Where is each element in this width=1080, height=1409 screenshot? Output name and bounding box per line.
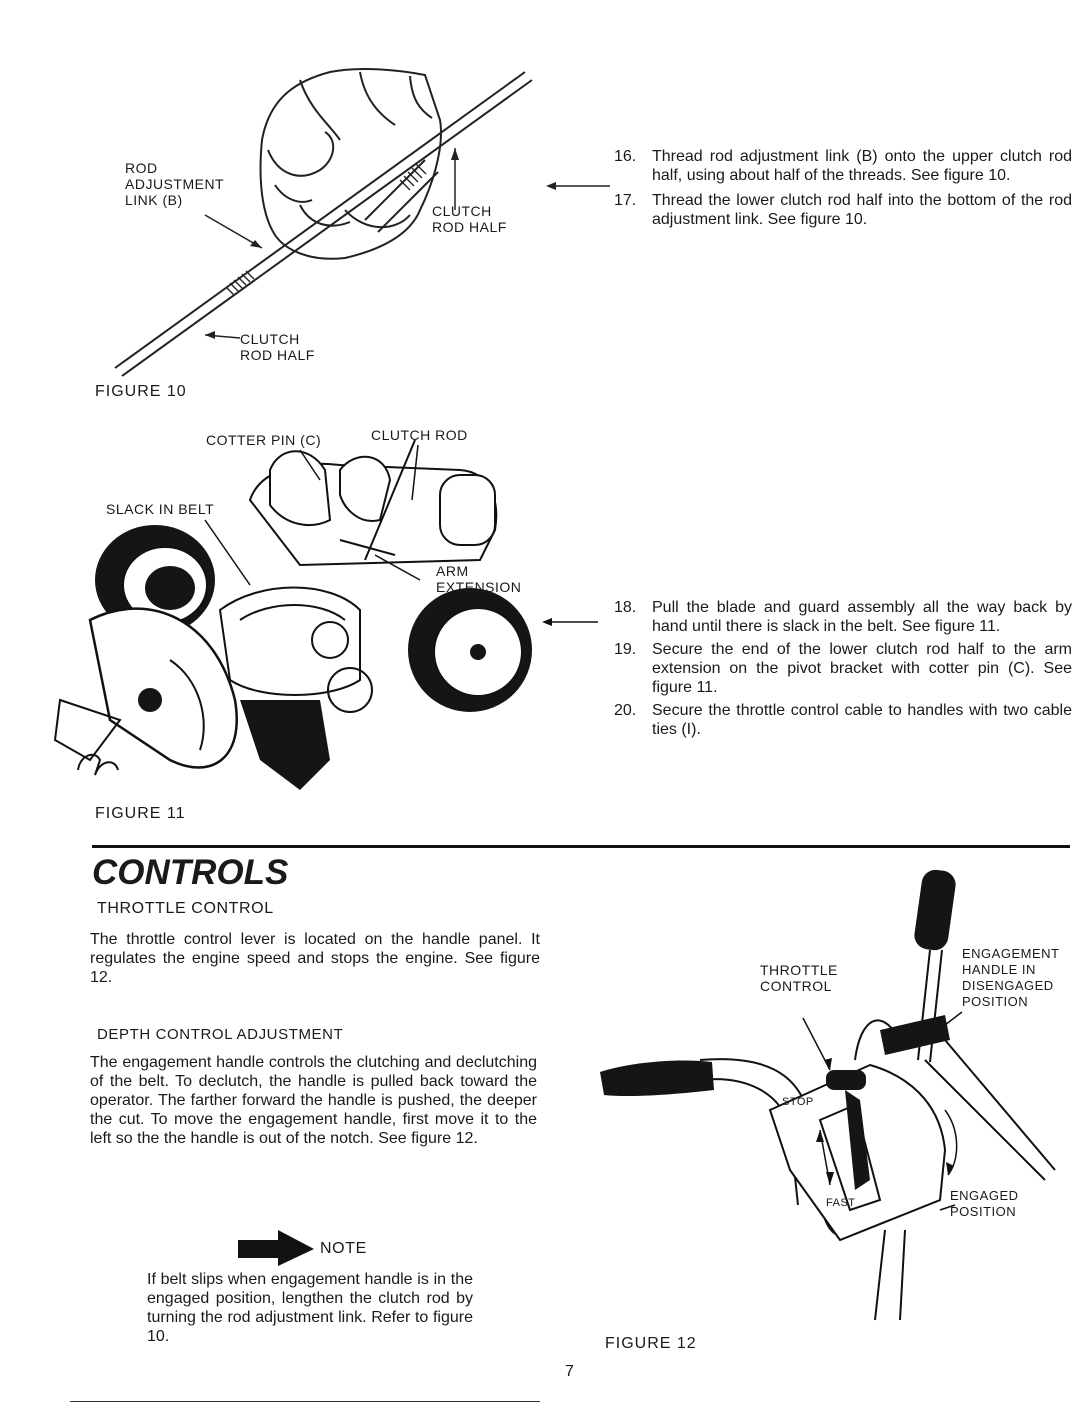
label-engagement-handle: ENGAGEMENT HANDLE IN DISENGAGED POSITION (962, 946, 1060, 1009)
section-divider (92, 845, 1070, 848)
page-number: 7 (565, 1363, 574, 1380)
note-arrow-icon (238, 1230, 314, 1266)
label-clutch-rod-half-upper: CLUTCH ROD HALF (432, 203, 507, 235)
steps-bottom: 18. Pull the blade and guard assembly al… (614, 598, 1072, 739)
label-slack-in-belt: SLACK IN BELT (106, 501, 215, 517)
throttle-control-text: The throttle control lever is located on… (90, 931, 540, 986)
step-number: 16. (614, 148, 637, 165)
label-stop: STOP (782, 1096, 814, 1108)
step-number: 20. (614, 702, 637, 719)
label-arm-extension: ARM EXTENSION (436, 563, 522, 595)
step-text: Secure the end of the lower clutch rod h… (652, 641, 1072, 696)
label-clutch-rod: CLUTCH ROD (371, 427, 468, 443)
label-clutch-rod-half-lower: CLUTCH ROD HALF (240, 331, 315, 363)
step-text: Pull the blade and guard assembly all th… (652, 599, 1072, 635)
step-number: 18. (614, 599, 637, 616)
note-text: If belt slips when engagement handle is … (147, 1271, 473, 1345)
step-number: 19. (614, 641, 637, 658)
step-number: 17. (614, 192, 637, 209)
figure-12-caption: FIGURE 12 (605, 1335, 697, 1352)
label-rod-adjustment-link: ROD ADJUSTMENT LINK (B) (125, 160, 225, 208)
step-text: Thread the lower clutch rod half into th… (652, 192, 1072, 228)
step-text: Thread rod adjustment link (B) onto the … (652, 148, 1072, 184)
throttle-control-heading: THROTTLE CONTROL (97, 900, 274, 917)
figure-11-caption: FIGURE 11 (95, 805, 186, 822)
label-engaged-position: ENGAGED POSITION (950, 1188, 1019, 1219)
label-throttle-control: THROTTLE CONTROL (760, 962, 838, 994)
step-19: 19. Secure the end of the lower clutch r… (614, 640, 1072, 697)
step-20: 20. Secure the throttle control cable to… (614, 701, 1072, 739)
step-18: 18. Pull the blade and guard assembly al… (614, 598, 1072, 636)
bottom-rule (70, 1401, 540, 1402)
steps-top: 16. Thread rod adjustment link (B) onto … (614, 147, 1072, 229)
label-fast: FAST (826, 1197, 856, 1209)
step-17: 17. Thread the lower clutch rod half int… (614, 191, 1072, 229)
depth-control-heading: DEPTH CONTROL ADJUSTMENT (97, 1026, 344, 1043)
figure-10-caption: FIGURE 10 (95, 383, 187, 400)
note-label: NOTE (320, 1240, 367, 1257)
label-cotter-pin: COTTER PIN (C) (206, 432, 322, 448)
step-16: 16. Thread rod adjustment link (B) onto … (614, 147, 1072, 185)
controls-title: CONTROLS (92, 853, 289, 892)
depth-control-text: The engagement handle controls the clutc… (90, 1054, 537, 1147)
step-text: Secure the throttle control cable to han… (652, 702, 1072, 738)
